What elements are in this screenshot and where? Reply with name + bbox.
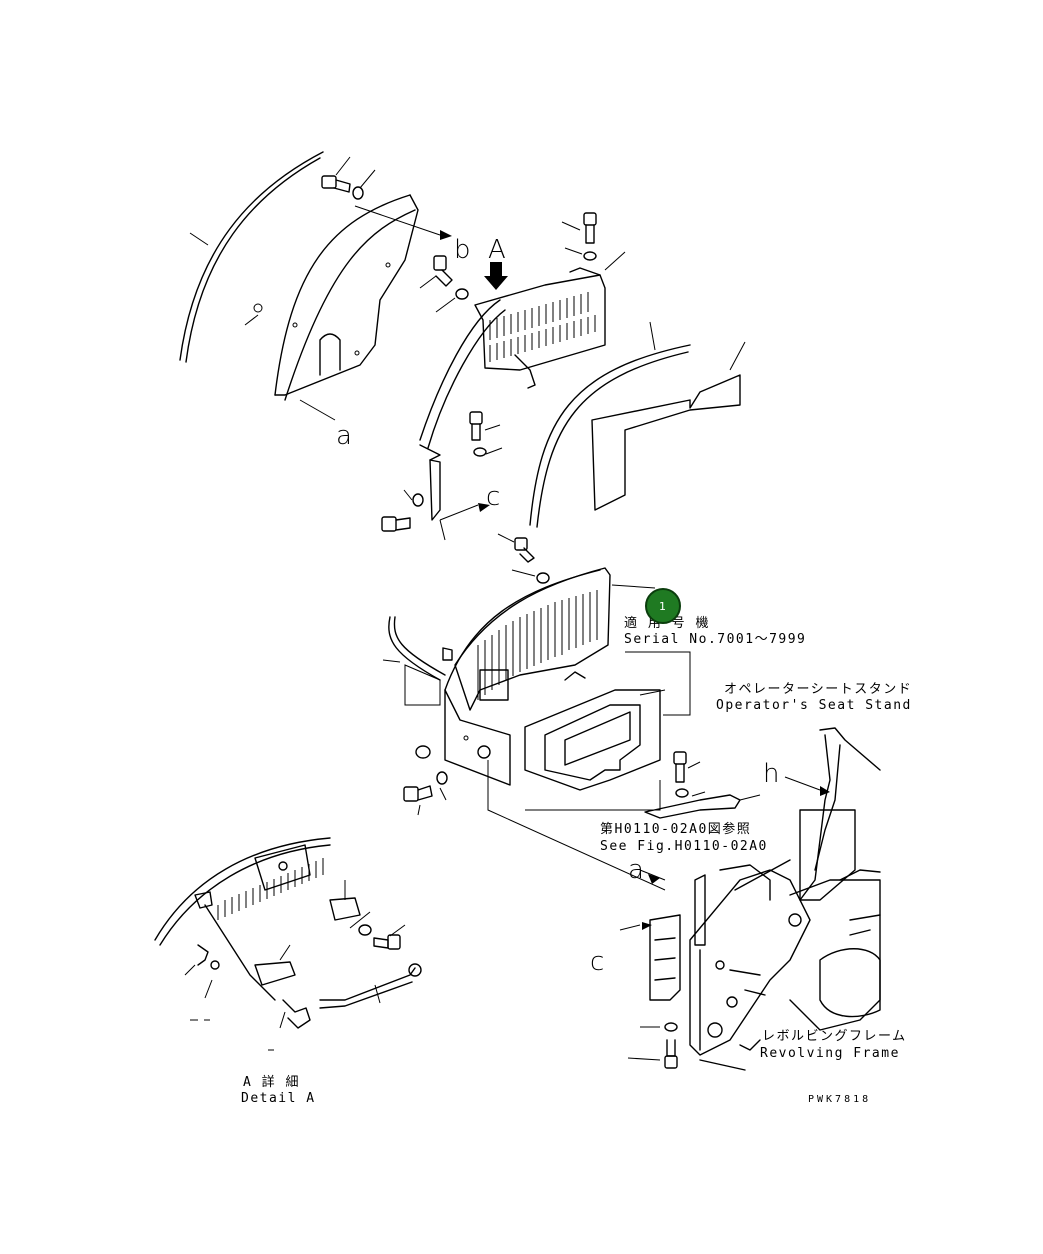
bracket-small-right xyxy=(644,751,761,819)
label-A: A xyxy=(488,235,506,265)
side-cover-left xyxy=(179,151,441,421)
badge-number[interactable]: 1 xyxy=(659,600,666,613)
bolt-bottom xyxy=(627,1022,678,1069)
diagram-labels: b A a c h a c 適 用 号 機 Serial No.7001～799… xyxy=(241,235,912,1106)
inner-mat xyxy=(524,689,666,791)
bolt-top-left xyxy=(321,156,452,240)
view-arrow-A xyxy=(484,262,508,290)
lower-grille-cover xyxy=(444,567,611,786)
label-c-bottom: c xyxy=(590,947,604,977)
label-a-bottom: a xyxy=(628,855,644,885)
middle-cover xyxy=(529,321,746,528)
grille-slots-upper xyxy=(489,292,596,362)
label-a-top: a xyxy=(336,421,352,451)
detail-A-label-jp: A 詳 細 xyxy=(243,1074,300,1090)
bolt-upper-right xyxy=(561,212,597,261)
bolt-lower-mid xyxy=(469,411,503,457)
badge-circle[interactable] xyxy=(645,588,681,624)
label-c-top: c xyxy=(486,482,500,512)
bolt-upper-mid xyxy=(419,255,469,313)
revolving-frame-label-en: Revolving Frame xyxy=(760,1046,900,1061)
seat-stand-label-en: Operator's Seat Stand xyxy=(716,698,912,713)
revolving-frame xyxy=(619,859,881,1071)
seat-stand xyxy=(784,727,881,901)
label-h: h xyxy=(763,759,779,789)
trim-strip xyxy=(382,616,453,706)
assembly-outline-box xyxy=(487,584,691,891)
serial-label-en: Serial No.7001～7999 xyxy=(624,632,806,647)
see-fig-label-jp: 第H0110-02A0図参照 xyxy=(600,821,751,837)
fasteners-lower-left xyxy=(403,533,550,816)
upper-grille-panel xyxy=(419,251,626,461)
part-reference-badge[interactable]: 1 xyxy=(645,588,681,624)
drawing-code: PWK7818 xyxy=(808,1094,871,1105)
grille-slots-lower xyxy=(477,590,598,700)
detail-A-view xyxy=(154,837,422,1051)
seat-stand-label-jp: オペレーターシートスタンド xyxy=(724,682,912,697)
revolving-frame-label-jp: レボルビングフレーム xyxy=(762,1029,907,1044)
label-b: b xyxy=(454,235,471,265)
see-fig-label-en: See Fig.H0110-02A0 xyxy=(600,839,768,854)
bracket-c xyxy=(381,459,490,541)
detail-A-label-en: Detail A xyxy=(241,1091,316,1106)
